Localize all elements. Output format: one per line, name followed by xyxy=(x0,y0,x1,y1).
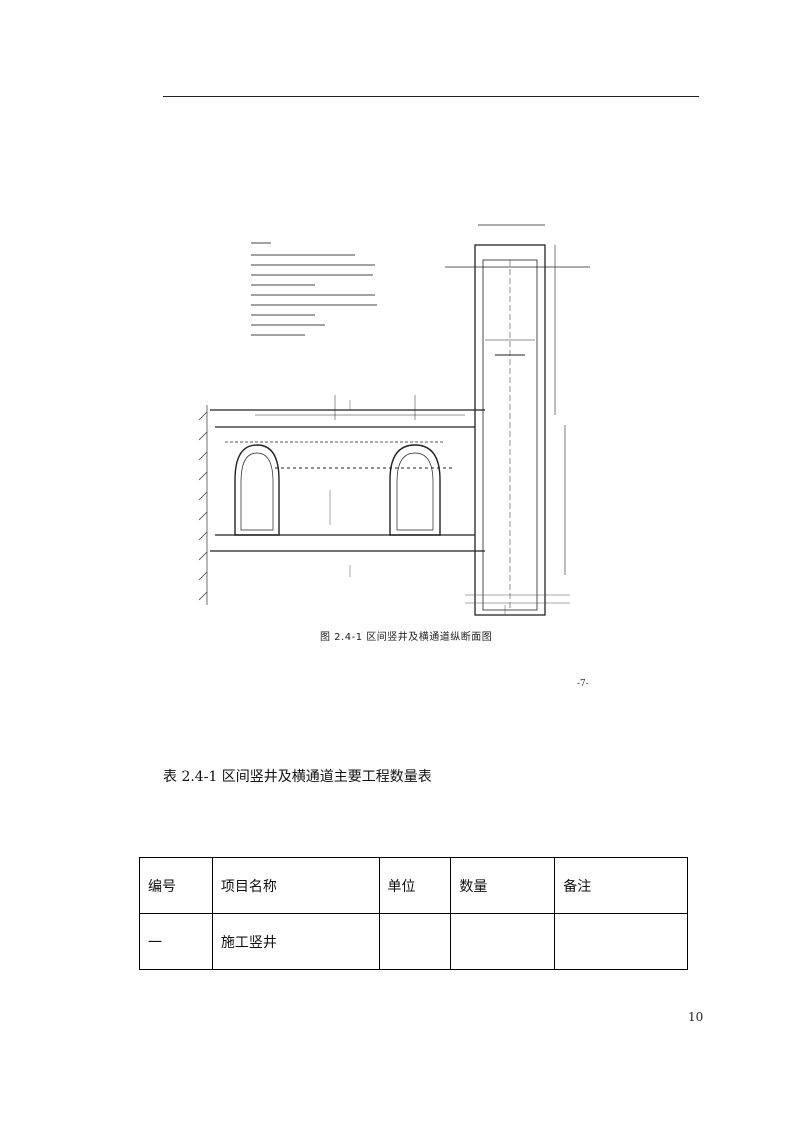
cross-passage xyxy=(210,395,485,552)
table-title: 表 2.4-1 区间竖井及横通道主要工程数量表 xyxy=(163,769,432,785)
header-rule xyxy=(163,96,699,97)
header-cell-number: 编号 xyxy=(139,857,213,914)
retaining-wall xyxy=(198,405,208,605)
header-cell-quantity: 数量 xyxy=(450,857,556,914)
shaft xyxy=(445,224,590,616)
row-cell-number: 一 xyxy=(139,913,213,970)
row-cell-unit xyxy=(378,913,452,970)
header-cell-remarks: 备注 xyxy=(554,857,688,914)
tunnel-section-drawing xyxy=(198,224,590,616)
header-cell-item-name: 项目名称 xyxy=(211,857,380,914)
quantity-table: 编号 项目名称 单位 数量 备注 一 施工竖井 xyxy=(139,857,688,970)
table-row: 一 施工竖井 xyxy=(139,913,688,970)
row-cell-item-name: 施工竖井 xyxy=(211,913,380,970)
row-cell-quantity xyxy=(450,913,556,970)
dimension-lines xyxy=(329,400,570,615)
figure-caption: 图 2.4-1 区间竖井及横通道纵断面图 xyxy=(320,632,493,643)
drawing-notes xyxy=(251,242,377,336)
header-cell-unit: 单位 xyxy=(378,857,452,914)
row-cell-remarks xyxy=(554,913,688,970)
tunnel-profiles xyxy=(234,444,441,536)
page-number: 10 xyxy=(688,1010,704,1024)
section-drawing-figure xyxy=(195,205,605,650)
stray-mark: -7- xyxy=(577,679,589,689)
table-header-row: 编号 项目名称 单位 数量 备注 xyxy=(139,857,688,914)
